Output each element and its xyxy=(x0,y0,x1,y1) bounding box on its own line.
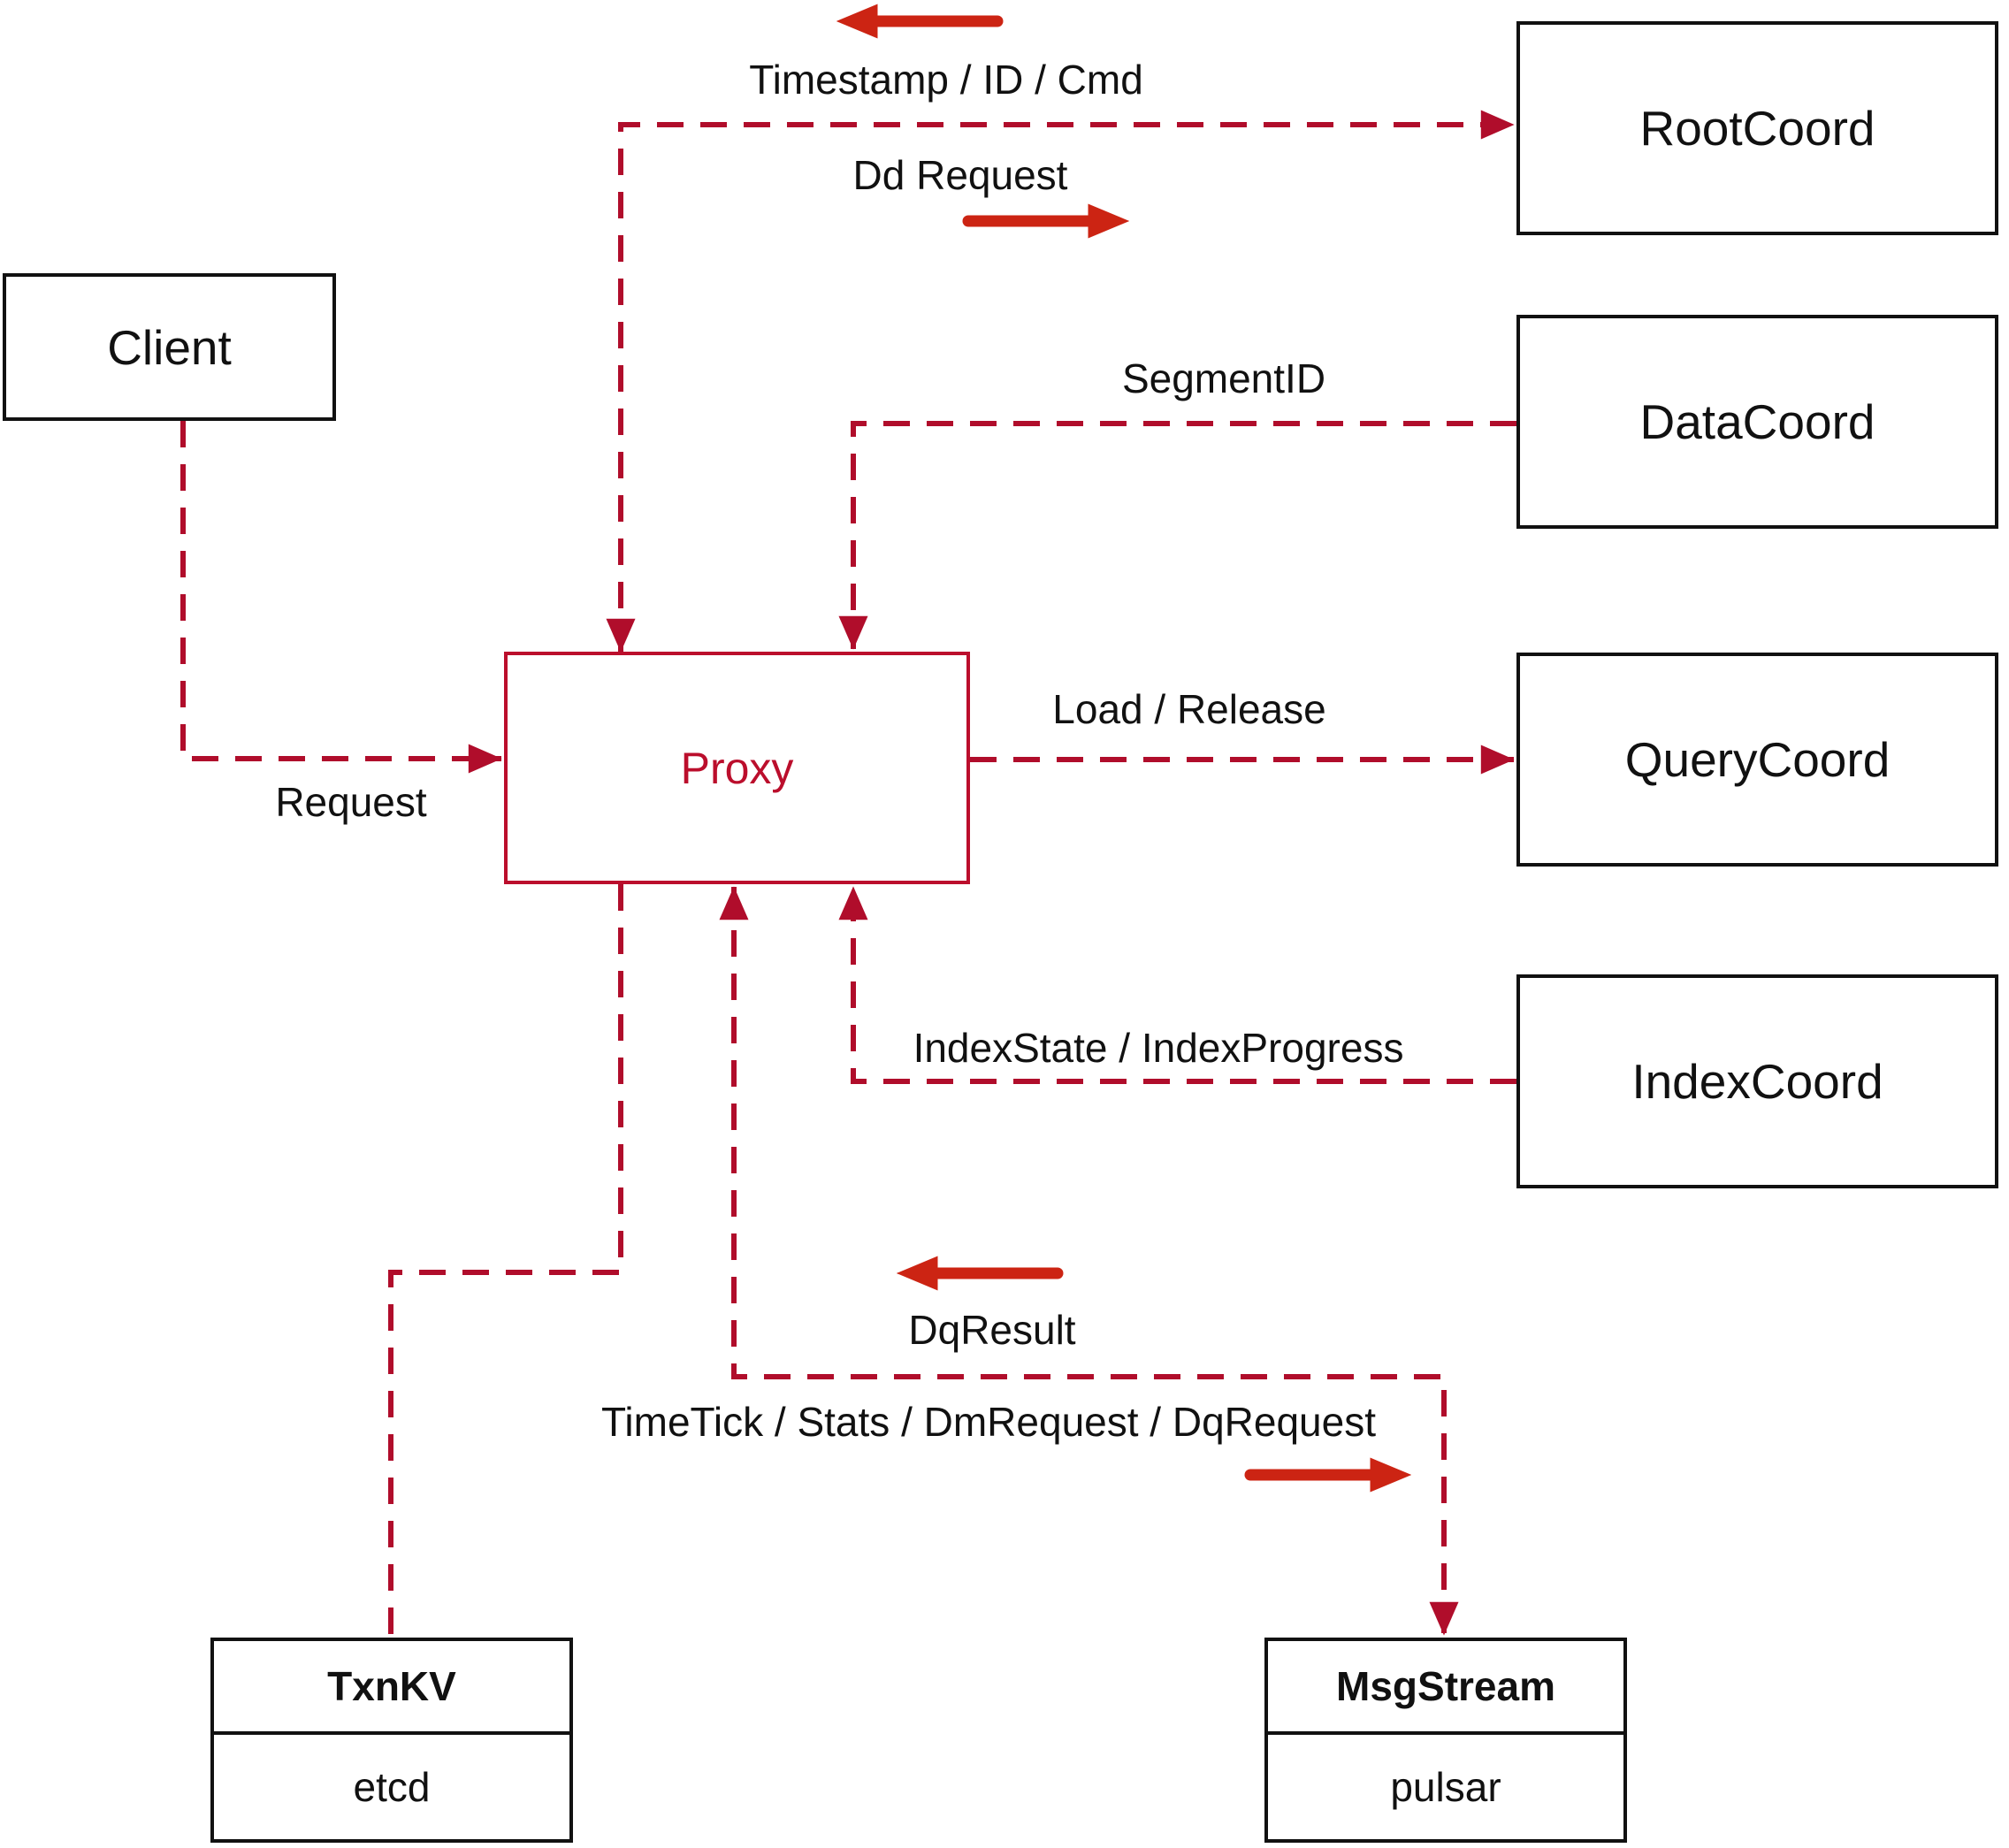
node-client-label: Client xyxy=(107,319,232,375)
edge-proxy-txnkv xyxy=(388,884,623,1636)
edge-datacoord-proxy xyxy=(838,421,1516,650)
node-client: Client xyxy=(3,273,336,421)
node-datacoord-label: DataCoord xyxy=(1639,394,1875,449)
edge-label-load-release: Load / Release xyxy=(1052,686,1326,732)
edge-label-timetick-stats: TimeTick / Stats / DmRequest / DqRequest xyxy=(601,1399,1376,1445)
txnkv-header: TxnKV xyxy=(214,1641,569,1735)
edge-label-dqresult: DqResult xyxy=(908,1307,1076,1353)
node-indexcoord: IndexCoord xyxy=(1516,974,1998,1188)
node-querycoord-label: QueryCoord xyxy=(1624,732,1891,787)
node-txnkv: TxnKV etcd xyxy=(210,1638,573,1843)
node-proxy: Proxy xyxy=(504,652,970,884)
edge-proxy-msgstream xyxy=(719,886,1459,1636)
msgstream-body: pulsar xyxy=(1390,1764,1501,1810)
node-indexcoord-label: IndexCoord xyxy=(1631,1054,1883,1109)
edge-label-request: Request xyxy=(275,779,427,825)
edge-label-indexstate-indexprogress: IndexState / IndexProgress xyxy=(913,1025,1404,1071)
node-rootcoord-label: RootCoord xyxy=(1639,101,1875,156)
node-querycoord: QueryCoord xyxy=(1516,653,1998,867)
node-proxy-label: Proxy xyxy=(680,743,794,793)
edge-label-dd-request: Dd Request xyxy=(852,152,1068,198)
node-rootcoord: RootCoord xyxy=(1516,21,1998,235)
edge-label-segmentid: SegmentID xyxy=(1121,355,1326,401)
node-datacoord: DataCoord xyxy=(1516,315,1998,529)
edge-client-proxy xyxy=(180,421,502,774)
txnkv-body: etcd xyxy=(353,1764,431,1810)
edge-label-timestamp-id-cmd: Timestamp / ID / Cmd xyxy=(749,57,1143,103)
edge-proxy-rootcoord xyxy=(606,110,1515,653)
node-msgstream: MsgStream pulsar xyxy=(1264,1638,1627,1843)
msgstream-header: MsgStream xyxy=(1268,1641,1623,1735)
